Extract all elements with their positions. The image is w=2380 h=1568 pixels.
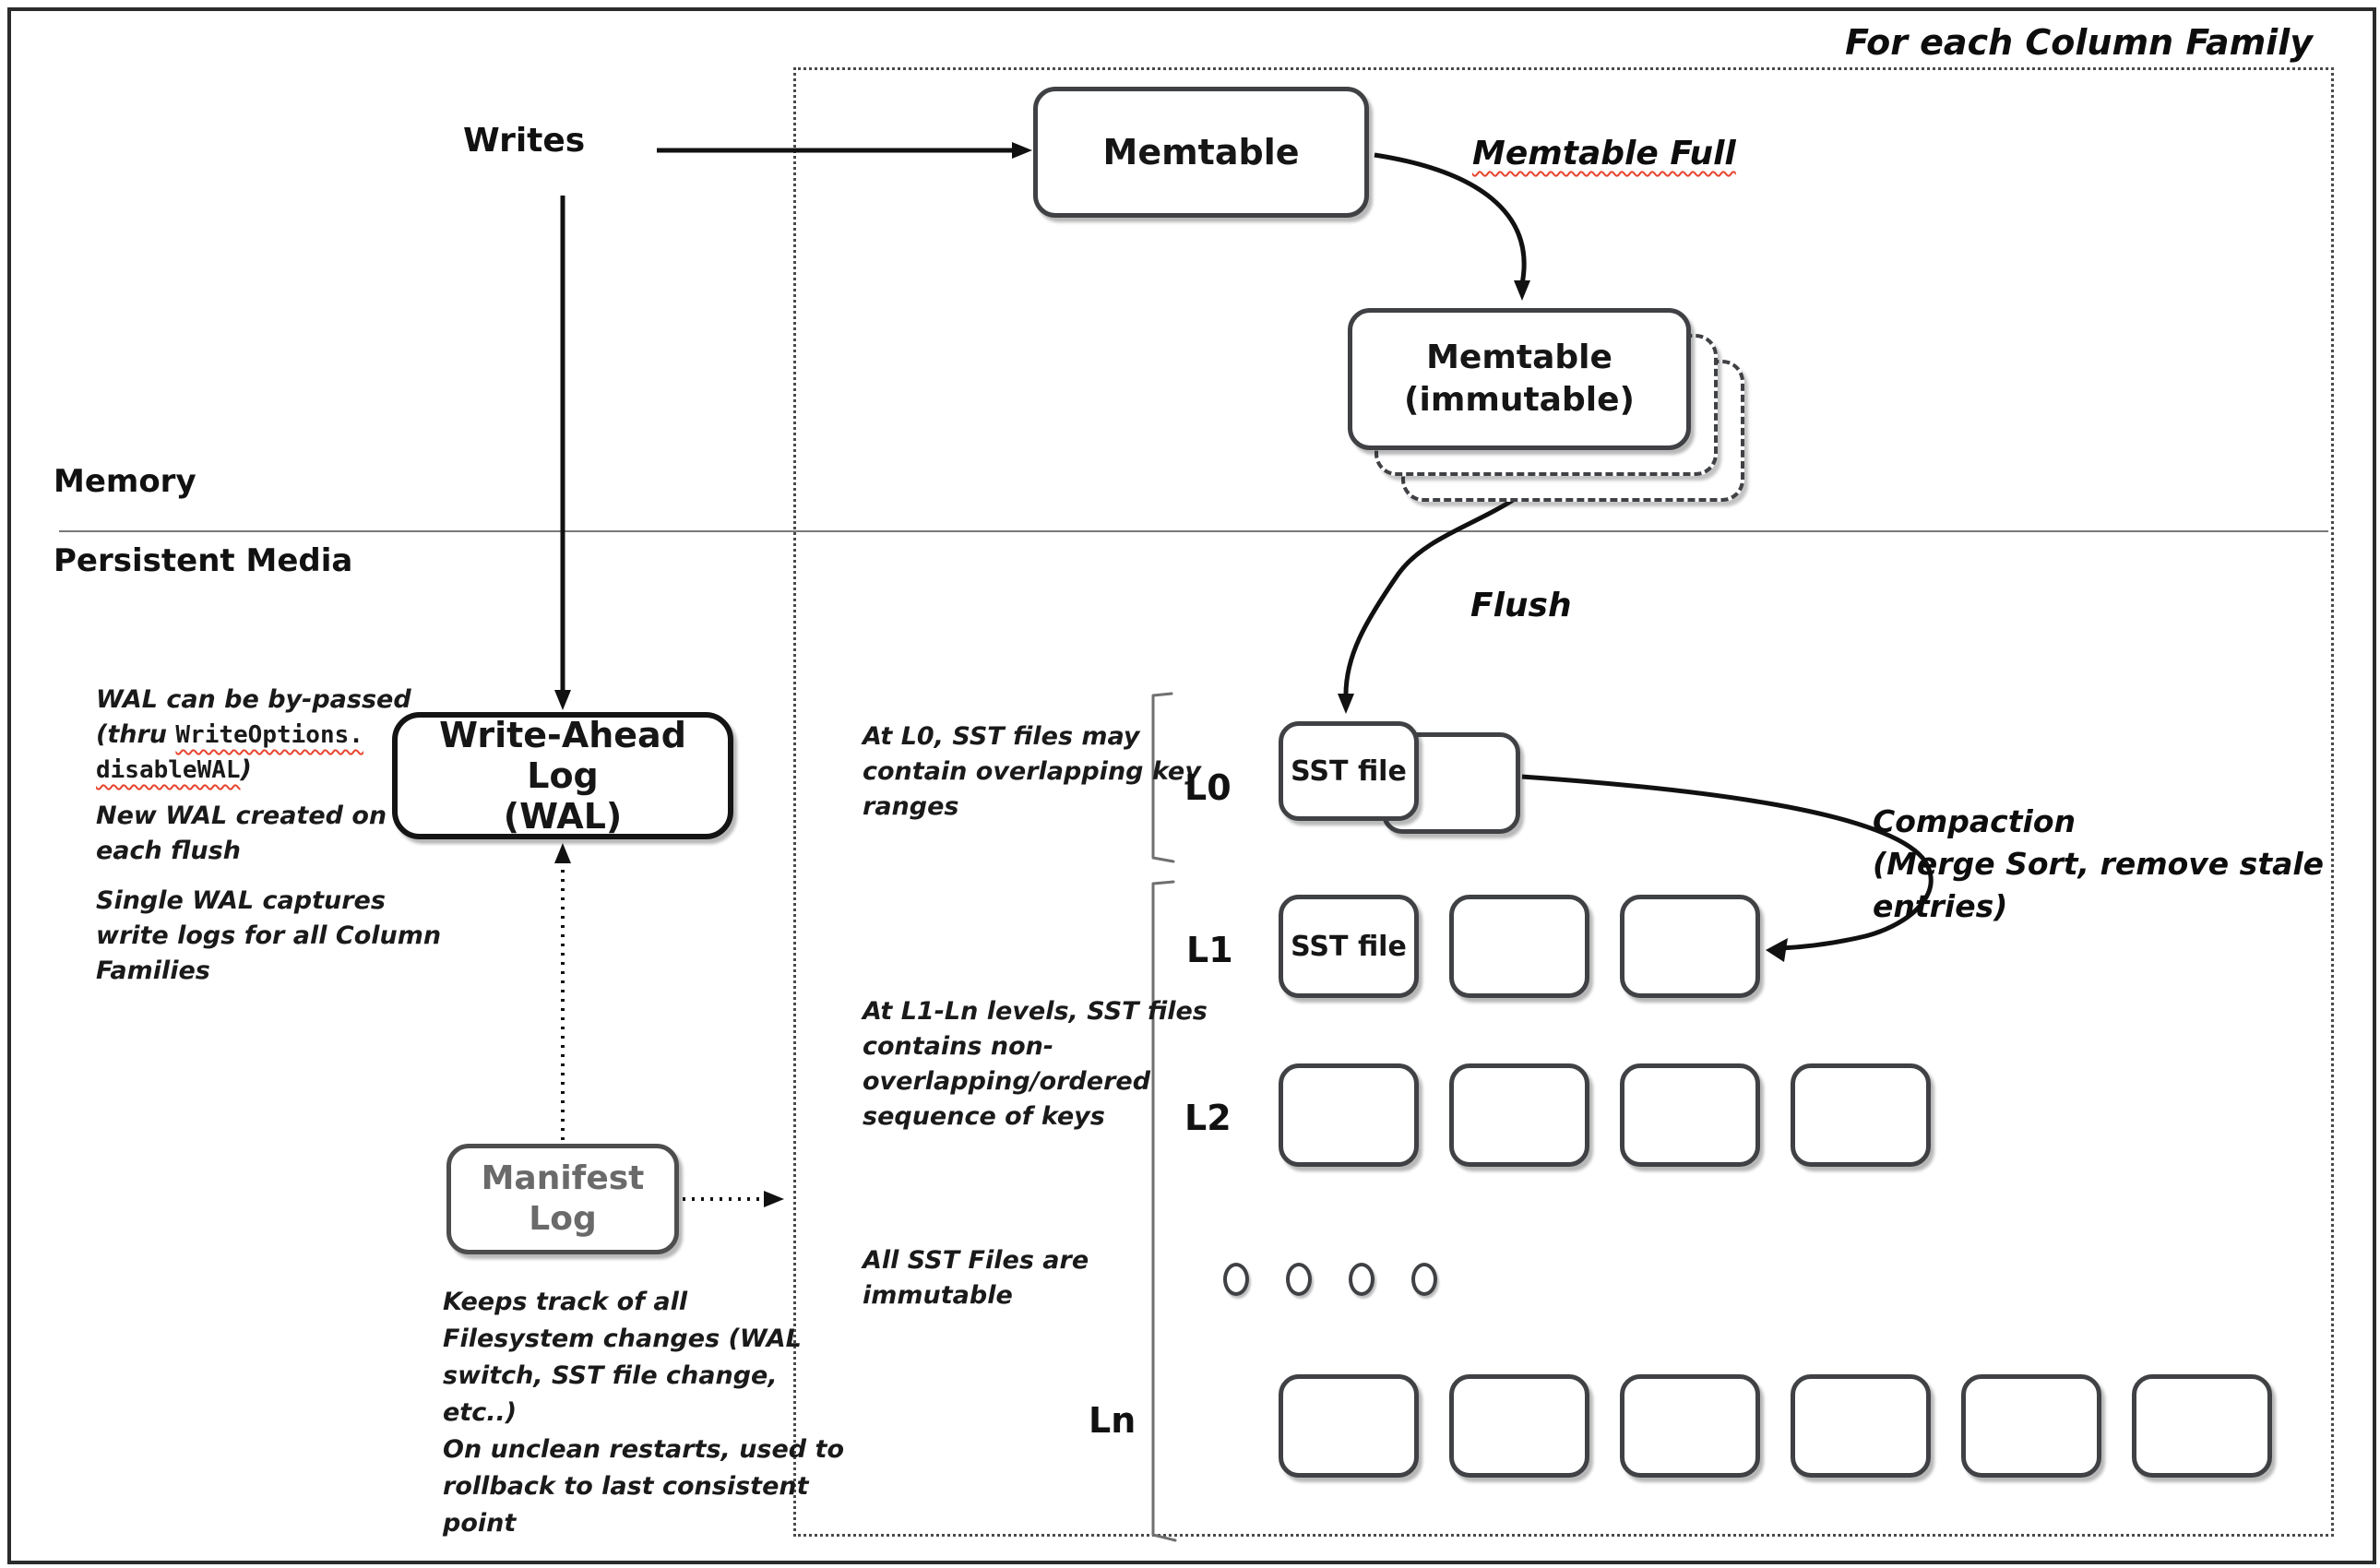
manifest-note1-line2: Filesystem changes (WAL bbox=[443, 1324, 802, 1353]
l1-note-line3: overlapping/ordered bbox=[863, 1067, 1151, 1096]
l0-note: At L0, SST files may contain overlapping… bbox=[863, 719, 1201, 825]
manifest-note-1: Keeps track of all Filesystem changes (W… bbox=[443, 1284, 802, 1431]
manifest-label-line2: Log bbox=[529, 1200, 597, 1238]
compaction-line1: Compaction bbox=[1873, 803, 2076, 839]
compaction-line3: entries) bbox=[1873, 888, 2008, 924]
wal-bypass-note-line1: WAL can be by-passed bbox=[96, 685, 411, 714]
level-label-l0: L0 bbox=[1184, 767, 1232, 808]
l0-note-line3: ranges bbox=[863, 792, 959, 821]
sst-box-l1-3 bbox=[1620, 895, 1760, 998]
l0-note-line2: contain overlapping key bbox=[863, 757, 1201, 786]
memtable-node: Memtable bbox=[1033, 87, 1369, 218]
sst-file-label: SST file bbox=[1291, 930, 1407, 963]
sst-box-ln-1 bbox=[1279, 1374, 1419, 1478]
wal-single-note: Single WAL captures write logs for all C… bbox=[96, 884, 441, 989]
l1-note-line2: contains non- bbox=[863, 1032, 1054, 1061]
compaction-line2: (Merge Sort, remove stale bbox=[1873, 846, 2325, 882]
immutable-note: All SST Files are immutable bbox=[863, 1243, 1089, 1313]
memtable-full-text: Memtable Full bbox=[1472, 135, 1736, 172]
sst-box-ln-4 bbox=[1791, 1374, 1931, 1478]
sst-box-ln-6 bbox=[2132, 1374, 2272, 1478]
ellipsis-dot bbox=[1223, 1263, 1249, 1296]
wal-single-note-line3: Families bbox=[96, 956, 210, 985]
wal-single-note-line2: write logs for all Column bbox=[96, 921, 442, 950]
ellipsis-dot bbox=[1411, 1263, 1437, 1296]
wal-label-line1: Write-Ahead Log bbox=[439, 715, 686, 796]
column-family-region bbox=[793, 67, 2334, 1537]
sst-box-l2-4 bbox=[1791, 1063, 1931, 1167]
memtable-label: Memtable bbox=[1102, 132, 1300, 172]
outer-frame bbox=[7, 7, 2376, 1564]
wal-single-note-line1: Single WAL captures bbox=[96, 886, 386, 915]
l0-note-line1: At L0, SST files may bbox=[863, 722, 1140, 751]
sst-box-l2-2 bbox=[1449, 1063, 1589, 1167]
wal-new-note-line1: New WAL created on bbox=[96, 802, 387, 830]
sst-box-ln-3 bbox=[1620, 1374, 1760, 1478]
ellipsis-dot bbox=[1286, 1263, 1312, 1296]
wal-new-note: New WAL created on each flush bbox=[96, 799, 387, 869]
sst-box-l2-1 bbox=[1279, 1063, 1419, 1167]
level-label-l2: L2 bbox=[1184, 1098, 1232, 1138]
manifest-note1-line4: etc..) bbox=[443, 1398, 518, 1427]
manifest-note1-line3: switch, SST file change, bbox=[443, 1361, 778, 1390]
wal-label-line2: (WAL) bbox=[503, 796, 623, 837]
sst-box-l2-3 bbox=[1620, 1063, 1760, 1167]
memory-section-label: Memory bbox=[54, 463, 196, 500]
wal-new-note-line2: each flush bbox=[96, 837, 241, 865]
level-label-l1: L1 bbox=[1186, 930, 1233, 970]
wal-bypass-note: WAL can be by-passed (thru WriteOptions.… bbox=[96, 683, 411, 788]
l1-note-line4: sequence of keys bbox=[863, 1102, 1105, 1131]
sst-box-l1-1: SST file bbox=[1279, 895, 1419, 998]
wal-bypass-note-line2: (thru WriteOptions. bbox=[96, 718, 411, 753]
manifest-note-2: On unclean restarts, used to rollback to… bbox=[443, 1431, 844, 1542]
manifest-note2-line3: point bbox=[443, 1509, 517, 1538]
memtable-full-label: Memtable Full bbox=[1472, 135, 1736, 172]
sst-box-l0-1: SST file bbox=[1279, 721, 1419, 821]
manifest-note2-line1: On unclean restarts, used to bbox=[443, 1435, 844, 1464]
ellipsis-dot bbox=[1349, 1263, 1374, 1296]
persistent-media-section-label: Persistent Media bbox=[54, 542, 353, 579]
wal-bypass-post: ) bbox=[240, 755, 252, 784]
level-label-ln: Ln bbox=[1089, 1400, 1136, 1441]
sst-box-l1-2 bbox=[1449, 895, 1589, 998]
l1-note: At L1-Ln levels, SST files contains non-… bbox=[863, 994, 1208, 1134]
manifest-log-node: Manifest Log bbox=[446, 1144, 679, 1254]
immutable-memtable-node: Memtable (immutable) bbox=[1348, 308, 1691, 450]
manifest-label-line1: Manifest bbox=[481, 1159, 645, 1197]
immutable-memtable-label-line2: (immutable) bbox=[1404, 381, 1635, 419]
wal-node: Write-Ahead Log (WAL) bbox=[392, 712, 733, 839]
wal-bypass-note-line3: disableWAL) bbox=[96, 753, 411, 788]
region-title: For each Column Family bbox=[1845, 22, 2313, 63]
l1-note-line1: At L1-Ln levels, SST files bbox=[863, 997, 1208, 1026]
writeoptions-code: WriteOptions. bbox=[175, 721, 363, 749]
wal-bypass-pre: (thru bbox=[96, 720, 176, 749]
immutable-note-line1: All SST Files are bbox=[863, 1246, 1089, 1275]
sst-box-ln-2 bbox=[1449, 1374, 1589, 1478]
manifest-note2-line2: rollback to last consistent bbox=[443, 1472, 809, 1501]
sst-file-label: SST file bbox=[1291, 754, 1407, 788]
immutable-note-line2: immutable bbox=[863, 1281, 1013, 1310]
manifest-note1-line1: Keeps track of all bbox=[443, 1288, 688, 1316]
flush-label: Flush bbox=[1470, 587, 1572, 624]
writes-label: Writes bbox=[463, 122, 586, 160]
compaction-label: Compaction (Merge Sort, remove stale ent… bbox=[1873, 801, 2324, 928]
disablewal-code: disableWAL bbox=[96, 756, 241, 784]
immutable-memtable-label-line1: Memtable bbox=[1426, 339, 1612, 376]
sst-box-ln-5 bbox=[1961, 1374, 2101, 1478]
